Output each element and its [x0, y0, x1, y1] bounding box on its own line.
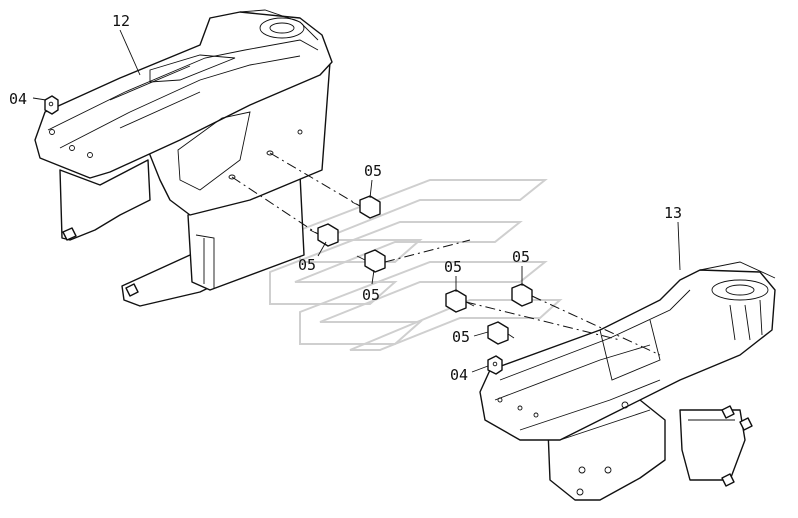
bolt-part-05-c: [356, 249, 386, 273]
label-part-05-a: 05: [364, 162, 382, 180]
console-part-12: [34, 9, 333, 307]
label-part-05-e: 05: [512, 248, 530, 266]
label-part-04-left: 04: [9, 90, 27, 108]
label-part-05-f: 05: [452, 328, 470, 346]
clip-part-04-left: [44, 95, 59, 115]
label-part-12: 12: [112, 12, 130, 30]
alignment-lines: [231, 152, 661, 356]
label-part-05-b: 05: [298, 256, 316, 274]
bolt-part-05-b: [309, 223, 339, 247]
label-part-13: 13: [664, 204, 682, 222]
bolt-part-05-f: [487, 321, 515, 345]
watermark-logo: [269, 179, 563, 351]
leader-lines: [32, 29, 681, 373]
console-part-13: [479, 261, 776, 501]
label-part-05-d: 05: [444, 258, 462, 276]
bolt-part-05-e: [511, 283, 541, 307]
clip-part-04-right: [487, 355, 503, 375]
bolt-part-05-a: [351, 195, 381, 219]
label-part-05-c: 05: [362, 286, 380, 304]
label-part-04-right: 04: [450, 366, 468, 384]
